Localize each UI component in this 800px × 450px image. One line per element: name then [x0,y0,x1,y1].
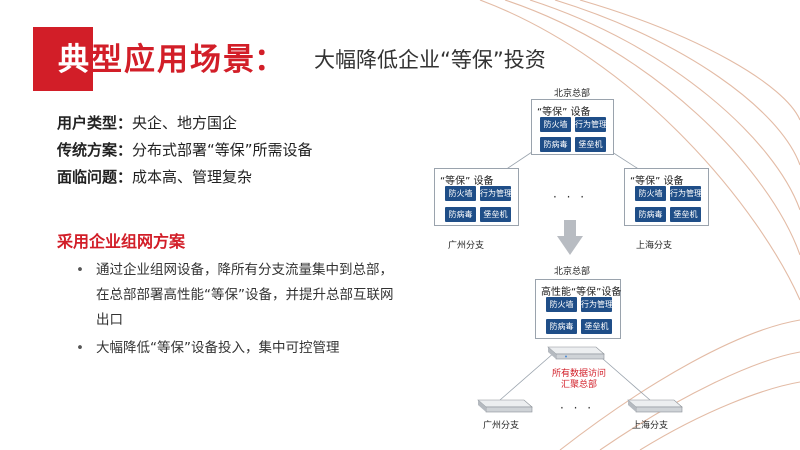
down-arrow-icon [557,220,583,255]
info-user-type: 用户类型：央企、地方国企 [57,112,237,133]
info-problems: 面临问题：成本高、管理复杂 [57,166,252,187]
box-title: “等保” 设备 [440,176,494,187]
info-value: 央企、地方国企 [132,114,238,132]
bottom-right-branch-label: 上海分支 [632,421,669,431]
chip-behavior-mgmt: 行为管理 [581,297,612,312]
box-title: “等保” 设备 [630,176,684,187]
solution-bullets: 通过企业组网设备，降所有分支流量集中到总部，在总部部署高性能“等保”设备，并提升… [76,258,396,361]
slide-title: 典型应用场景： [58,34,287,79]
chip-firewall: 防火墙 [635,186,666,201]
bottom-hq-equipment-box: 高性能“等保”设备 防火墙 行为管理 防病毒 堡垒机 [535,279,621,339]
left-branch-label: 广州分支 [448,241,485,251]
chip-antivirus: 防病毒 [445,207,476,222]
bullet-item: 大幅降低“等保”设备投入，集中可控管理 [76,336,396,361]
chip-antivirus: 防病毒 [540,137,571,152]
chip-firewall: 防火墙 [540,117,571,132]
chip-behavior-mgmt: 行为管理 [670,186,701,201]
info-value: 成本高、管理复杂 [132,168,253,186]
chip-bastion: 堡垒机 [581,319,612,334]
chip-firewall: 防火墙 [546,297,577,312]
bullet-item: 通过企业组网设备，降所有分支流量集中到总部，在总部部署高性能“等保”设备，并提升… [76,258,396,333]
box-title: 高性能“等保”设备 [541,287,622,298]
chip-bastion: 堡垒机 [575,137,606,152]
info-value: 分布式部署“等保”所需设备 [132,141,313,159]
chip-firewall: 防火墙 [445,186,476,201]
chip-bastion: 堡垒机 [670,207,701,222]
chip-bastion: 堡垒机 [480,207,511,222]
router-icon [547,346,605,360]
aggregation-note: 所有数据访问汇聚总部 [551,369,606,390]
chip-behavior-mgmt: 行为管理 [480,186,511,201]
bottom-hq-label: 北京总部 [553,267,591,277]
more-branches-dots: · · · [553,190,588,204]
bottom-left-branch-label: 广州分支 [483,421,520,431]
chip-antivirus: 防病毒 [635,207,666,222]
top-hq-label: 北京总部 [553,89,591,99]
title-colon: ： [254,42,287,78]
title-rest: 型应用场景 [91,42,256,78]
title-first-char: 典 [58,42,91,78]
top-hq-equipment-box: “等保” 设备 防火墙 行为管理 防病毒 堡垒机 [531,99,614,155]
solution-title: 采用企业组网方案 [57,232,186,251]
router-icon [627,399,683,413]
info-label: 传统方案： [57,141,133,159]
slide-subtitle: 大幅降低企业“等保”投资 [314,48,546,72]
info-traditional: 传统方案：分布式部署“等保”所需设备 [57,139,313,160]
chip-antivirus: 防病毒 [546,319,577,334]
left-branch-equipment-box: “等保” 设备 防火墙 行为管理 防病毒 堡垒机 [434,168,519,226]
chip-behavior-mgmt: 行为管理 [575,117,606,132]
title-accent-block [33,27,93,91]
more-branches-dots: · · · [560,401,595,415]
right-branch-equipment-box: “等保” 设备 防火墙 行为管理 防病毒 堡垒机 [624,168,709,226]
router-icon [477,399,533,413]
right-branch-label: 上海分支 [636,241,673,251]
box-title: “等保” 设备 [537,107,591,118]
info-label: 面临问题： [57,168,133,186]
info-label: 用户类型： [57,114,133,132]
